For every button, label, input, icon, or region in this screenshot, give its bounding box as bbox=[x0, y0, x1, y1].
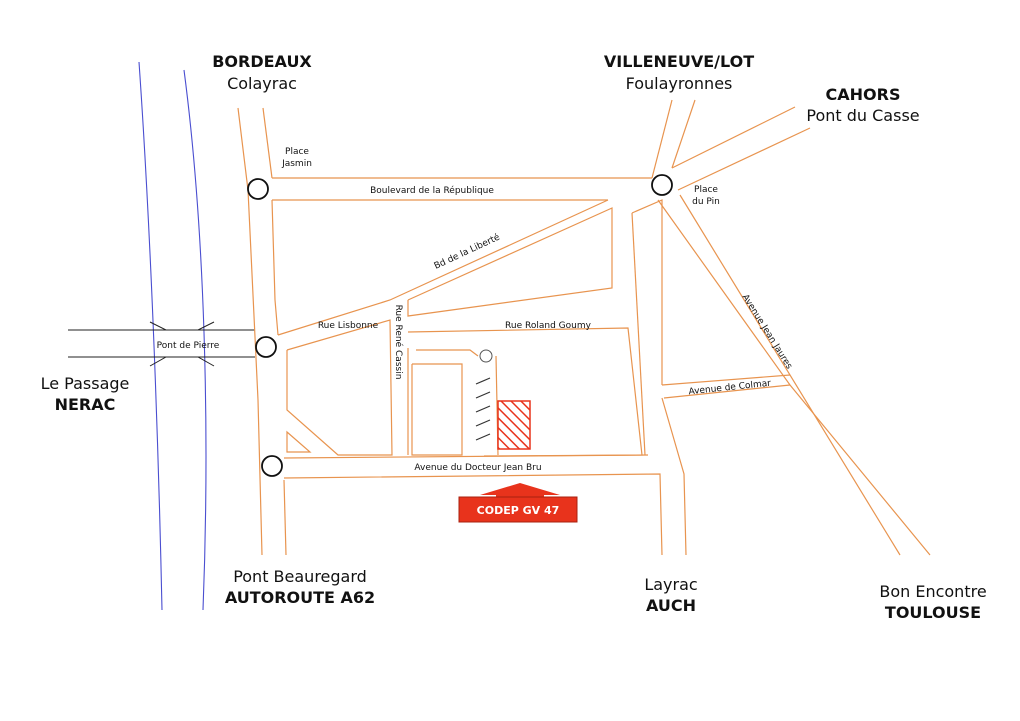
parking-markings bbox=[475, 377, 491, 441]
city-bon-encontre: Bon Encontre bbox=[879, 582, 986, 601]
street-rue-lisbonne: Rue Lisbonne bbox=[318, 321, 379, 331]
city-pont-beauregard: Pont Beauregard bbox=[233, 567, 367, 586]
pont-de-pierre-bridge bbox=[68, 321, 255, 367]
street-place-du-pin-2: du Pin bbox=[692, 197, 720, 207]
city-toulouse: TOULOUSE bbox=[885, 603, 981, 622]
destination-label: CODEP GV 47 bbox=[477, 504, 560, 517]
city-cahors: CAHORS bbox=[826, 85, 901, 104]
city-bordeaux: BORDEAUX bbox=[212, 52, 312, 71]
street-rue-rene-cassin: Rue René Cassin bbox=[393, 305, 404, 380]
destination-badge bbox=[458, 496, 578, 523]
destination-building bbox=[497, 400, 531, 450]
street-place-du-pin-1: Place bbox=[694, 185, 718, 195]
street-avenue-jean-bru: Avenue du Docteur Jean Bru bbox=[414, 463, 541, 473]
street-place-jasmin-1: Place bbox=[285, 147, 309, 157]
street-place-jasmin-2: Jasmin bbox=[281, 159, 312, 169]
street-boulevard-republique: Boulevard de la République bbox=[370, 185, 494, 196]
city-nerac: NERAC bbox=[55, 395, 116, 414]
street-avenue-jean-jaures: Avenue Jean Jaures bbox=[740, 293, 794, 372]
city-layrac: Layrac bbox=[644, 575, 697, 594]
street-rue-roland-goumy: Rue Roland Goumy bbox=[505, 321, 592, 331]
city-villeneuve: VILLENEUVE/LOT bbox=[604, 52, 754, 71]
city-pont-du-casse: Pont du Casse bbox=[806, 106, 919, 125]
street-pont-de-pierre: Pont de Pierre bbox=[157, 341, 220, 351]
river bbox=[138, 61, 207, 611]
city-auch: AUCH bbox=[646, 596, 696, 615]
roundabout-pont-de-pierre bbox=[255, 336, 277, 358]
destination-marker[interactable]: CODEP GV 47 bbox=[458, 483, 578, 523]
city-autoroute: AUTOROUTE A62 bbox=[225, 588, 375, 607]
city-colayrac: Colayrac bbox=[227, 74, 297, 93]
street-bd-liberte: Bd de la Liberté bbox=[432, 231, 502, 271]
city-foulayronnes: Foulayronnes bbox=[626, 74, 733, 93]
road-network bbox=[237, 99, 931, 556]
roundabout-small bbox=[479, 349, 493, 363]
city-le-passage: Le Passage bbox=[41, 374, 130, 393]
up-arrow-icon bbox=[480, 483, 560, 500]
roundabout-place-du-pin bbox=[651, 174, 673, 196]
roundabout-jean-bru bbox=[261, 455, 283, 477]
roundabout-place-jasmin bbox=[247, 178, 269, 200]
